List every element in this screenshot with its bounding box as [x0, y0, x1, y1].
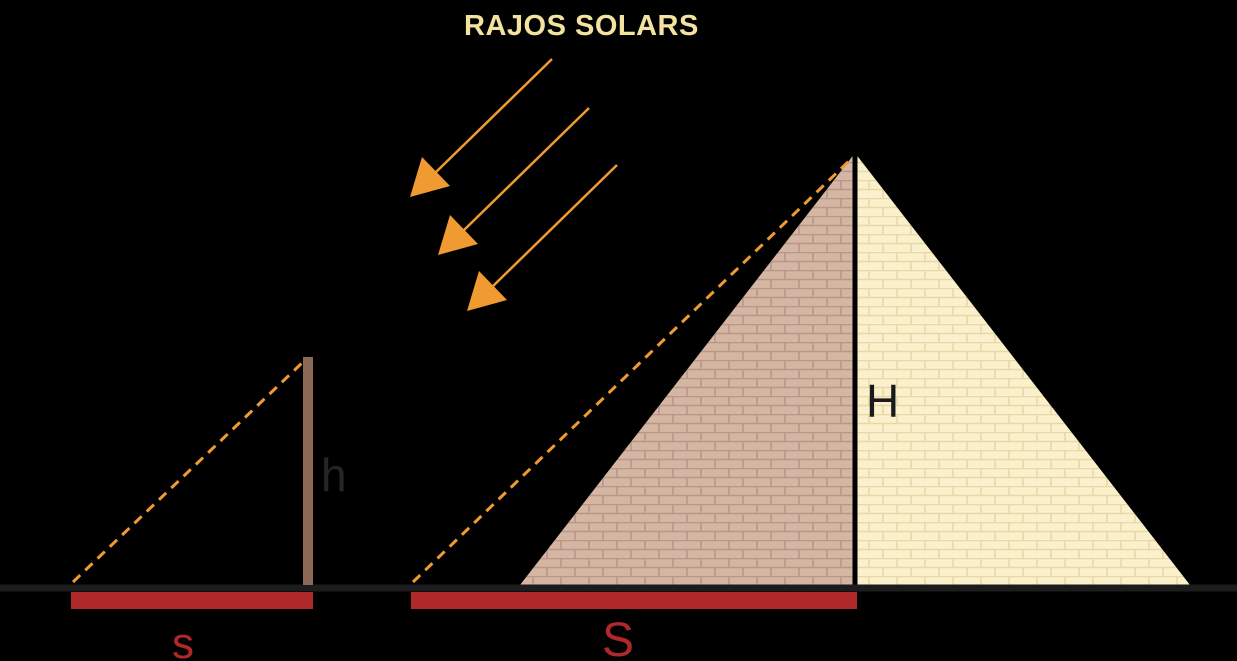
- arrow-down-left-icon: [410, 157, 450, 197]
- pyramid-lit-face: [855, 153, 1190, 585]
- arrow-down-left-icon: [438, 215, 478, 255]
- sun-ray-arrow-1: [410, 58, 553, 197]
- pyramid-shadow-label: S: [602, 614, 635, 661]
- pyramid-shaded-face: [520, 153, 855, 585]
- diagram-title: RAJOS SOLARS: [464, 10, 699, 42]
- pyramid-shadow-bar: [411, 592, 857, 609]
- stick-shadow-label: s: [172, 619, 194, 661]
- stick-shadow-ray: [71, 360, 305, 584]
- stick: [303, 357, 313, 585]
- pyramid-height-label: H: [866, 375, 900, 427]
- arrow-down-left-icon: [467, 271, 507, 311]
- stick-shadow-bar: [71, 592, 313, 609]
- sun-ray-arrow-2: [438, 107, 590, 255]
- sun-ray-arrow-3: [467, 164, 618, 311]
- stick-height-label: h: [321, 449, 347, 501]
